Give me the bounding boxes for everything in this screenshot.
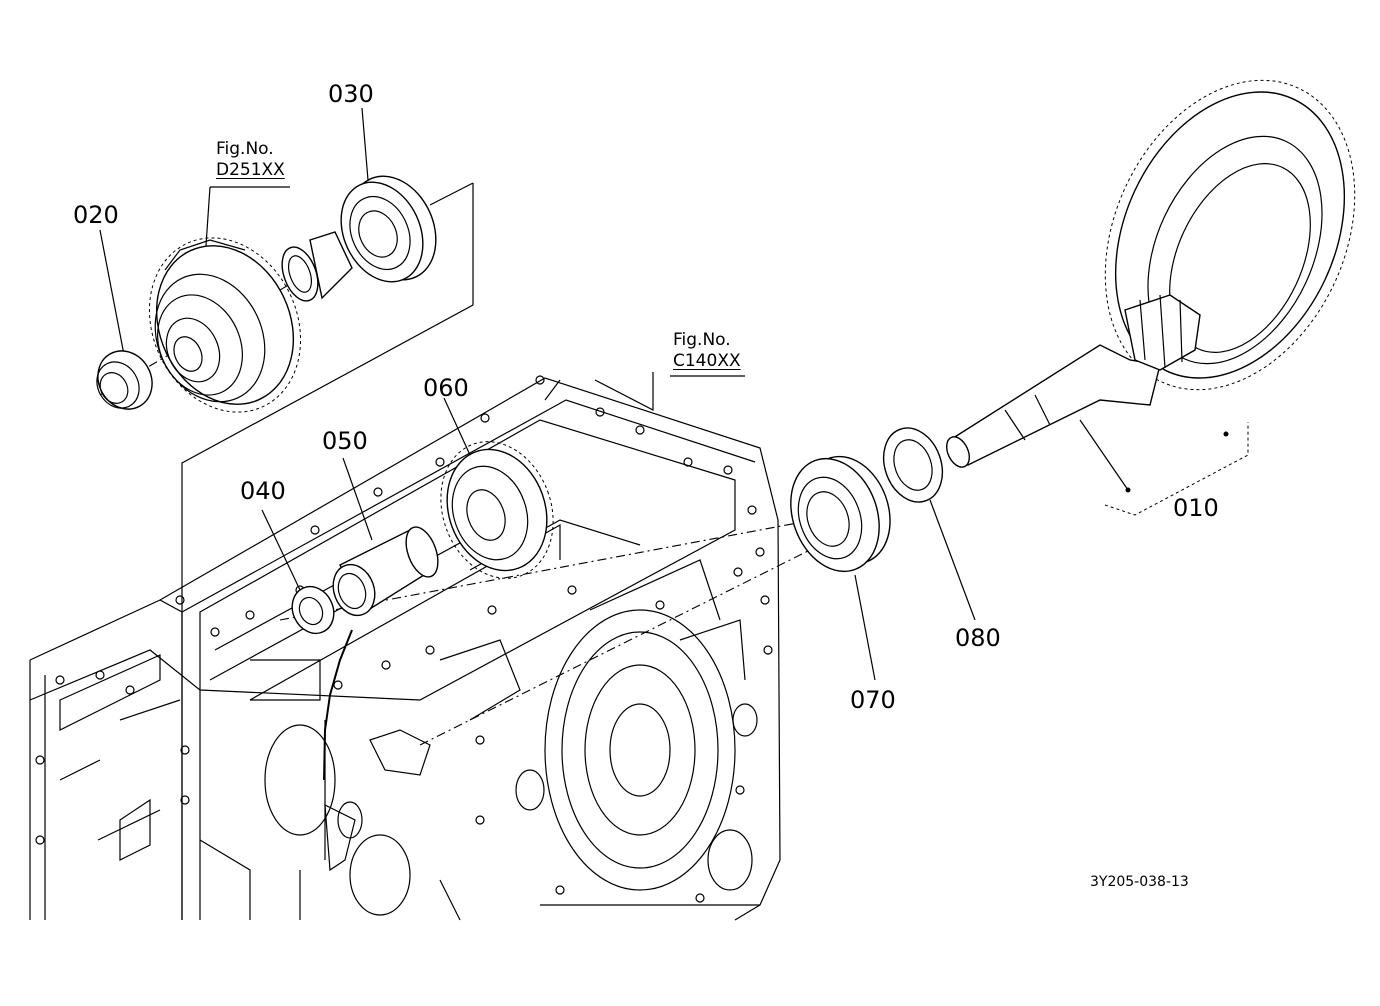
part-label-060: 060 (423, 374, 469, 402)
fig-ref-c140xx[interactable]: Fig.No. C140XX (673, 330, 741, 372)
part-050-collar (332, 526, 439, 617)
part-label-050: 050 (322, 427, 368, 455)
fig-ref-code: C140XX (673, 351, 741, 371)
part-020-oil-seal (96, 350, 153, 410)
fig-ref-code: D251XX (216, 160, 285, 180)
fig-ref-label: Fig.No. (216, 139, 274, 159)
transmission-case (29, 375, 781, 921)
part-040-washer (291, 585, 335, 635)
part-label-040: 040 (240, 477, 286, 505)
part-010-bevel-gear-set (945, 79, 1356, 468)
part-label-030: 030 (328, 80, 374, 108)
part-label-010: 010 (1173, 494, 1219, 522)
part-label-070: 070 (850, 686, 896, 714)
gear-assembly-d251xx (148, 237, 302, 413)
part-060-gear (440, 441, 554, 579)
part-080-shim (882, 427, 944, 503)
part-label-080: 080 (955, 624, 1001, 652)
part-030-bearing (340, 175, 437, 283)
drawing-code: 3Y205-038-13 (1090, 874, 1189, 890)
needle-bearing (281, 231, 353, 302)
leader-lines (99, 107, 1249, 920)
part-label-020: 020 (73, 201, 119, 229)
part-070-bearing (790, 455, 891, 573)
fig-ref-d251xx[interactable]: Fig.No. D251XX (216, 139, 285, 181)
fig-ref-label: Fig.No. (673, 330, 731, 350)
